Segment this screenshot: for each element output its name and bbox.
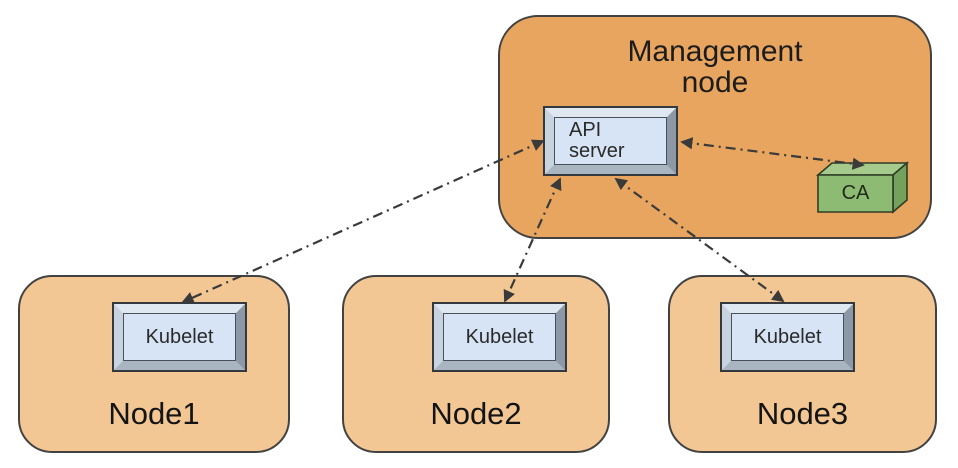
kubelet-node1-label: Kubelet [145,325,214,348]
kubelet-box-node3: Kubelet [720,302,855,372]
management-node-title: Management node [498,36,932,98]
api-server-box: API server [543,106,678,176]
kubelet-node2-label: Kubelet [465,325,534,348]
node3-title: Node3 [756,396,849,431]
kubelet-node2-face: Kubelet [443,313,556,361]
kubelet-node3-label: Kubelet [753,325,822,348]
kubelet-node2-bevel-frame [434,304,565,370]
management-node-title-line1: Management [627,35,803,68]
api-server-bevel-frame [545,108,676,174]
ca-label: CA [841,182,870,204]
kubelet-node3-bevel-frame [722,304,853,370]
node1-title: Node1 [108,396,200,431]
ca-box-front-face [817,174,894,213]
kubelet-node3-face: Kubelet [731,313,844,361]
kubelet-box-node2: Kubelet [432,302,567,372]
kubelet-node1-bevel-frame [114,304,245,370]
api-server-label-line1: API [569,119,602,141]
api-server-label-line2: server [569,140,625,162]
api-server-face: API server [554,117,667,165]
kubelet-node1-face: Kubelet [123,313,236,361]
node2-title: Node2 [430,396,522,431]
management-node-title-line2: node [681,66,749,99]
kubelet-box-node1: Kubelet [112,302,247,372]
ca-box-top-face [815,162,910,176]
